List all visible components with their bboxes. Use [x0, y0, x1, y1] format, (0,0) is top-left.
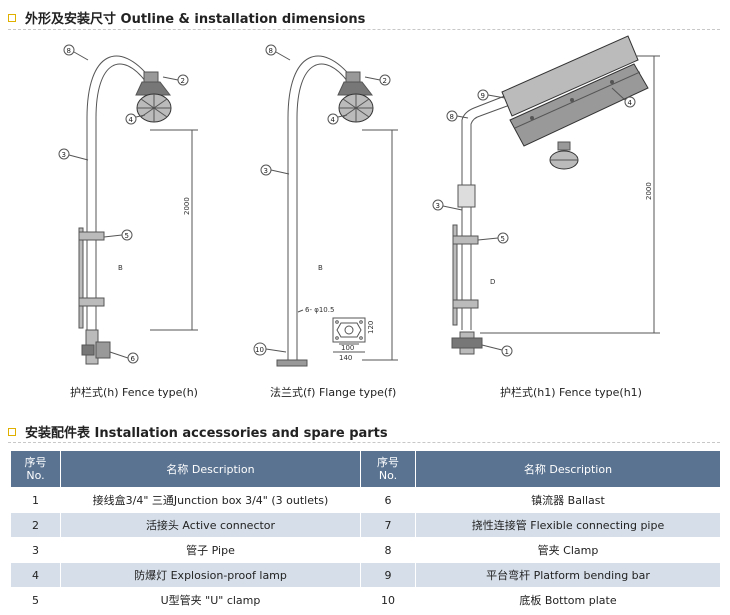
region-label: B — [118, 264, 123, 272]
outline-title: 外形及安装尺寸 Outline & installation dimension… — [25, 12, 366, 27]
accessories-table: 序号 No. 名称 Description 序号 No. 名称 Descript… — [10, 450, 721, 613]
square-bullet-icon — [8, 427, 16, 436]
explosion-proof-lamp-icon — [135, 71, 172, 123]
callout-8: 9 — [481, 92, 485, 100]
cell-description: 底板 Bottom plate — [415, 587, 721, 613]
callout-2: 2 — [181, 77, 185, 85]
cell-no: 5 — [10, 587, 61, 613]
cell-description: 镇流器 Ballast — [415, 487, 721, 513]
callout-9: 8 — [67, 47, 71, 55]
cell-no: 9 — [360, 562, 416, 588]
flange-height-label: 120 — [367, 321, 375, 334]
cell-no: 1 — [10, 487, 61, 513]
cell-no: 6 — [360, 487, 416, 513]
callout-3: 3 — [436, 202, 440, 210]
cell-no: 2 — [10, 512, 61, 538]
accessories-title: 安装配件表 Installation accessories and spare… — [25, 426, 388, 441]
cell-description: 平台弯杆 Platform bending bar — [415, 562, 721, 588]
table-header-row: 序号 No. 名称 Description 序号 No. 名称 Descript… — [10, 450, 721, 488]
table-row: 5 U型管夹 "U" clamp 10 底板 Bottom plate — [10, 587, 721, 613]
cell-no: 7 — [360, 512, 416, 538]
table-row: 3 管子 Pipe 8 管夹 Clamp — [10, 537, 721, 563]
cell-no: 4 — [10, 562, 61, 588]
accessories-heading: 安装配件表 Installation accessories and spare… — [8, 422, 388, 441]
table-row: 1 接线盒3/4" 三通Junction box 3/4" (3 outlets… — [10, 487, 721, 513]
callout-5: 5 — [501, 235, 505, 243]
cell-description: 活接头 Active connector — [60, 512, 361, 538]
callout-4: 4 — [628, 99, 633, 107]
region-label: B — [318, 264, 323, 272]
height-dimension-label: 2000 — [645, 182, 653, 200]
header-no: 序号 No. — [360, 450, 416, 488]
header-no: 序号 No. — [10, 450, 61, 488]
callout-5: 5 — [125, 232, 129, 240]
outline-drawings: 2000 B 8 2 4 3 5 6 — [58, 35, 660, 367]
header-description: 名称 Description — [415, 450, 721, 488]
callout-3: 3 — [62, 151, 66, 159]
figure-flange-type-f: B 6- φ10.5 120 100 140 8 2 4 3 — [253, 44, 398, 367]
explosion-proof-lamp-icon — [337, 71, 374, 123]
callout-6: 6 — [131, 355, 136, 363]
flange-width-outer-label: 140 — [339, 354, 352, 362]
cell-description: 接线盒3/4" 三通Junction box 3/4" (3 outlets) — [60, 487, 361, 513]
callout-3: 3 — [264, 167, 268, 175]
region-label: D — [490, 278, 495, 286]
flange-hole-label: 6- φ10.5 — [305, 306, 334, 314]
callout-4: 4 — [331, 116, 336, 124]
cell-no: 3 — [10, 537, 61, 563]
callout-4: 4 — [129, 116, 134, 124]
table-row: 2 活接头 Active connector 7 挠性连接管 Flexible … — [10, 512, 721, 538]
cell-description: U型管夹 "U" clamp — [60, 587, 361, 613]
divider — [8, 442, 720, 443]
flange-width-inner-label: 100 — [341, 344, 354, 352]
cell-description: 挠性连接管 Flexible connecting pipe — [415, 512, 721, 538]
explosion-proof-lamp-icon — [549, 141, 579, 170]
inclined-lamp-fixture — [501, 35, 649, 147]
figure-caption-flange-f: 法兰式(f) Flange type(f) — [270, 386, 397, 399]
figure-fence-type-h1: 2000 D 9 8 4 3 5 1 — [432, 35, 660, 357]
table-row: 4 防爆灯 Explosion-proof lamp 9 平台弯杆 Platfo… — [10, 562, 721, 588]
cell-no: 8 — [360, 537, 416, 563]
figure-caption-fence-h1: 护栏式(h1) Fence type(h1) — [500, 386, 642, 399]
flange-detail: 6- φ10.5 120 100 140 — [297, 306, 375, 362]
cell-description: 防爆灯 Explosion-proof lamp — [60, 562, 361, 588]
height-dimension-label: 2000 — [183, 197, 191, 215]
header-description: 名称 Description — [60, 450, 361, 488]
cell-no: 10 — [360, 587, 416, 613]
callout-9: 8 — [450, 113, 454, 121]
cell-description: 管夹 Clamp — [415, 537, 721, 563]
figure-fence-type-h: 2000 B 8 2 4 3 5 6 — [58, 44, 198, 365]
square-bullet-icon — [8, 13, 16, 22]
callout-10: 10 — [255, 346, 264, 354]
cell-description: 管子 Pipe — [60, 537, 361, 563]
figure-caption-fence-h: 护栏式(h) Fence type(h) — [70, 386, 198, 399]
outline-heading: 外形及安装尺寸 Outline & installation dimension… — [8, 8, 365, 27]
callout-2: 2 — [383, 77, 387, 85]
callout-9: 8 — [269, 47, 273, 55]
divider — [8, 29, 720, 30]
callout-1: 1 — [505, 348, 509, 356]
